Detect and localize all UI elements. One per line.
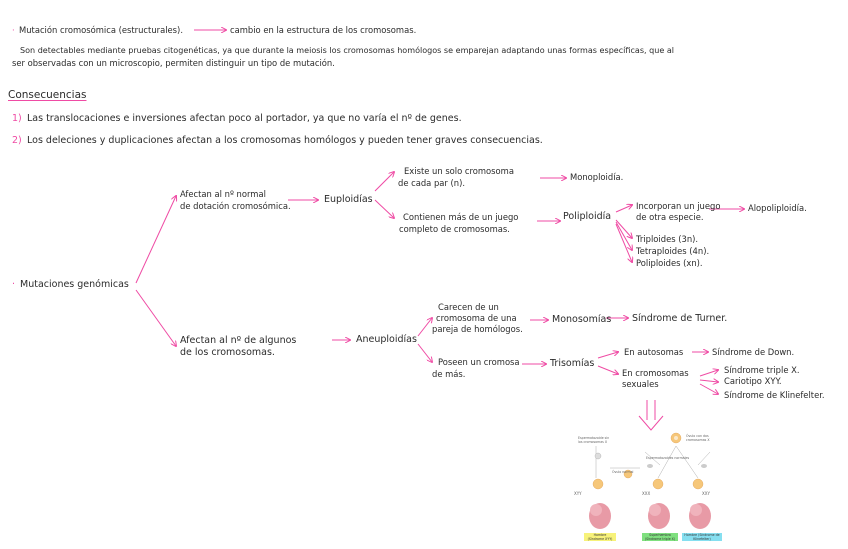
consequence-1-number: 1) — [12, 113, 22, 124]
xyy: Cariotipo XYY. — [724, 376, 782, 386]
euploidias: Euploidías — [324, 194, 373, 205]
trisomias: Trisomías — [550, 358, 595, 369]
multi-set-1: Contienen más de un juego — [403, 212, 519, 222]
fig-label-normal-sperm: Espermatozoides normales — [646, 456, 690, 460]
extra-2: de más. — [432, 369, 466, 379]
monosomias: Monosomías — [552, 314, 612, 325]
single-set-1: Existe un solo cromosoma — [404, 166, 514, 176]
sex-1: En cromosomas — [622, 368, 689, 378]
consequence-2-text: Los deleciones y duplicaciones afectan a… — [27, 135, 543, 146]
klinefelter: Síndrome de Klinefelter. — [724, 390, 825, 400]
fig-label-normal-ovum: Óvulo normal — [612, 470, 634, 474]
karyo-right: XXY — [702, 491, 710, 496]
consequence-2-number: 2) — [12, 135, 22, 146]
poliploidia: Poliploidía — [563, 211, 612, 222]
karyo-left: XYY — [574, 491, 582, 496]
some-branch-label-2: de los cromosomas. — [180, 347, 275, 358]
turner: Síndrome de Turner. — [632, 313, 728, 324]
normal-branch-label-2: de dotación cromosómica. — [180, 201, 291, 211]
monoploidia: Monoploidía. — [570, 172, 624, 182]
poliploides: Poliploides (xn). — [636, 258, 703, 268]
consequence-1-text: Las translocaciones e inversiones afecta… — [27, 113, 462, 124]
aneuploidias: Aneuploidías — [356, 334, 417, 345]
allo-1: Incorporan un juego — [636, 201, 721, 211]
alopoliploidia: Alopoliploidía. — [748, 203, 807, 213]
caption-mid: Superhembra (Síndrome triple X) — [642, 533, 678, 541]
karyotype-figure — [595, 445, 711, 479]
autosomas: En autosomas — [624, 347, 684, 357]
allo-2: de otra especie. — [636, 212, 704, 222]
karyo-mid: XXX — [642, 491, 651, 496]
lack-3: pareja de homólogos. — [432, 324, 523, 334]
lack-2: cromosoma de una — [436, 313, 517, 323]
lack-1: Carecen de un — [438, 302, 499, 312]
fig-label-left-bot: los cromosomas X — [578, 440, 608, 444]
some-branch-label-1: Afectan al nº de algunos — [180, 335, 297, 346]
tree-root: Mutaciones genómicas — [20, 279, 129, 290]
root-bullet: · — [12, 279, 16, 290]
triploides: Triploides (3n). — [636, 234, 699, 244]
extra-1: Poseen un cromosa — [438, 357, 520, 367]
caption-right: Hombre (Síndrome de Klinefelter) — [682, 533, 722, 541]
intro-bullet: · — [12, 25, 15, 35]
fig-label-left-top: Espermatozoide sin — [578, 436, 610, 440]
triple-x: Síndrome triple X. — [724, 365, 800, 375]
single-set-2: de cada par (n). — [398, 178, 466, 188]
fig-label-right-bot: cromosomas X — [686, 438, 710, 442]
fig-label-right-top: Óvulo con dos — [686, 434, 709, 438]
intro-heading-result: cambio en la estructura de los cromosoma… — [230, 25, 417, 35]
intro-heading: Mutación cromosómica (estructurales). — [19, 25, 183, 35]
tetraploides: Tetraploides (4n). — [636, 246, 710, 256]
down: Síndrome de Down. — [712, 347, 795, 357]
intro-paragraph-line2: ser observadas con un microscopio, permi… — [12, 58, 335, 68]
normal-branch-label-1: Afectan al nº normal — [180, 189, 266, 199]
multi-set-2: completo de cromosomas. — [399, 224, 510, 234]
consequences-title: Consecuencias — [8, 89, 87, 101]
sex-2: sexuales — [622, 379, 659, 389]
caption-left: Hombre (Síndrome XYY) — [584, 533, 616, 541]
intro-paragraph-line1: Son detectables mediante pruebas citogen… — [20, 46, 675, 55]
